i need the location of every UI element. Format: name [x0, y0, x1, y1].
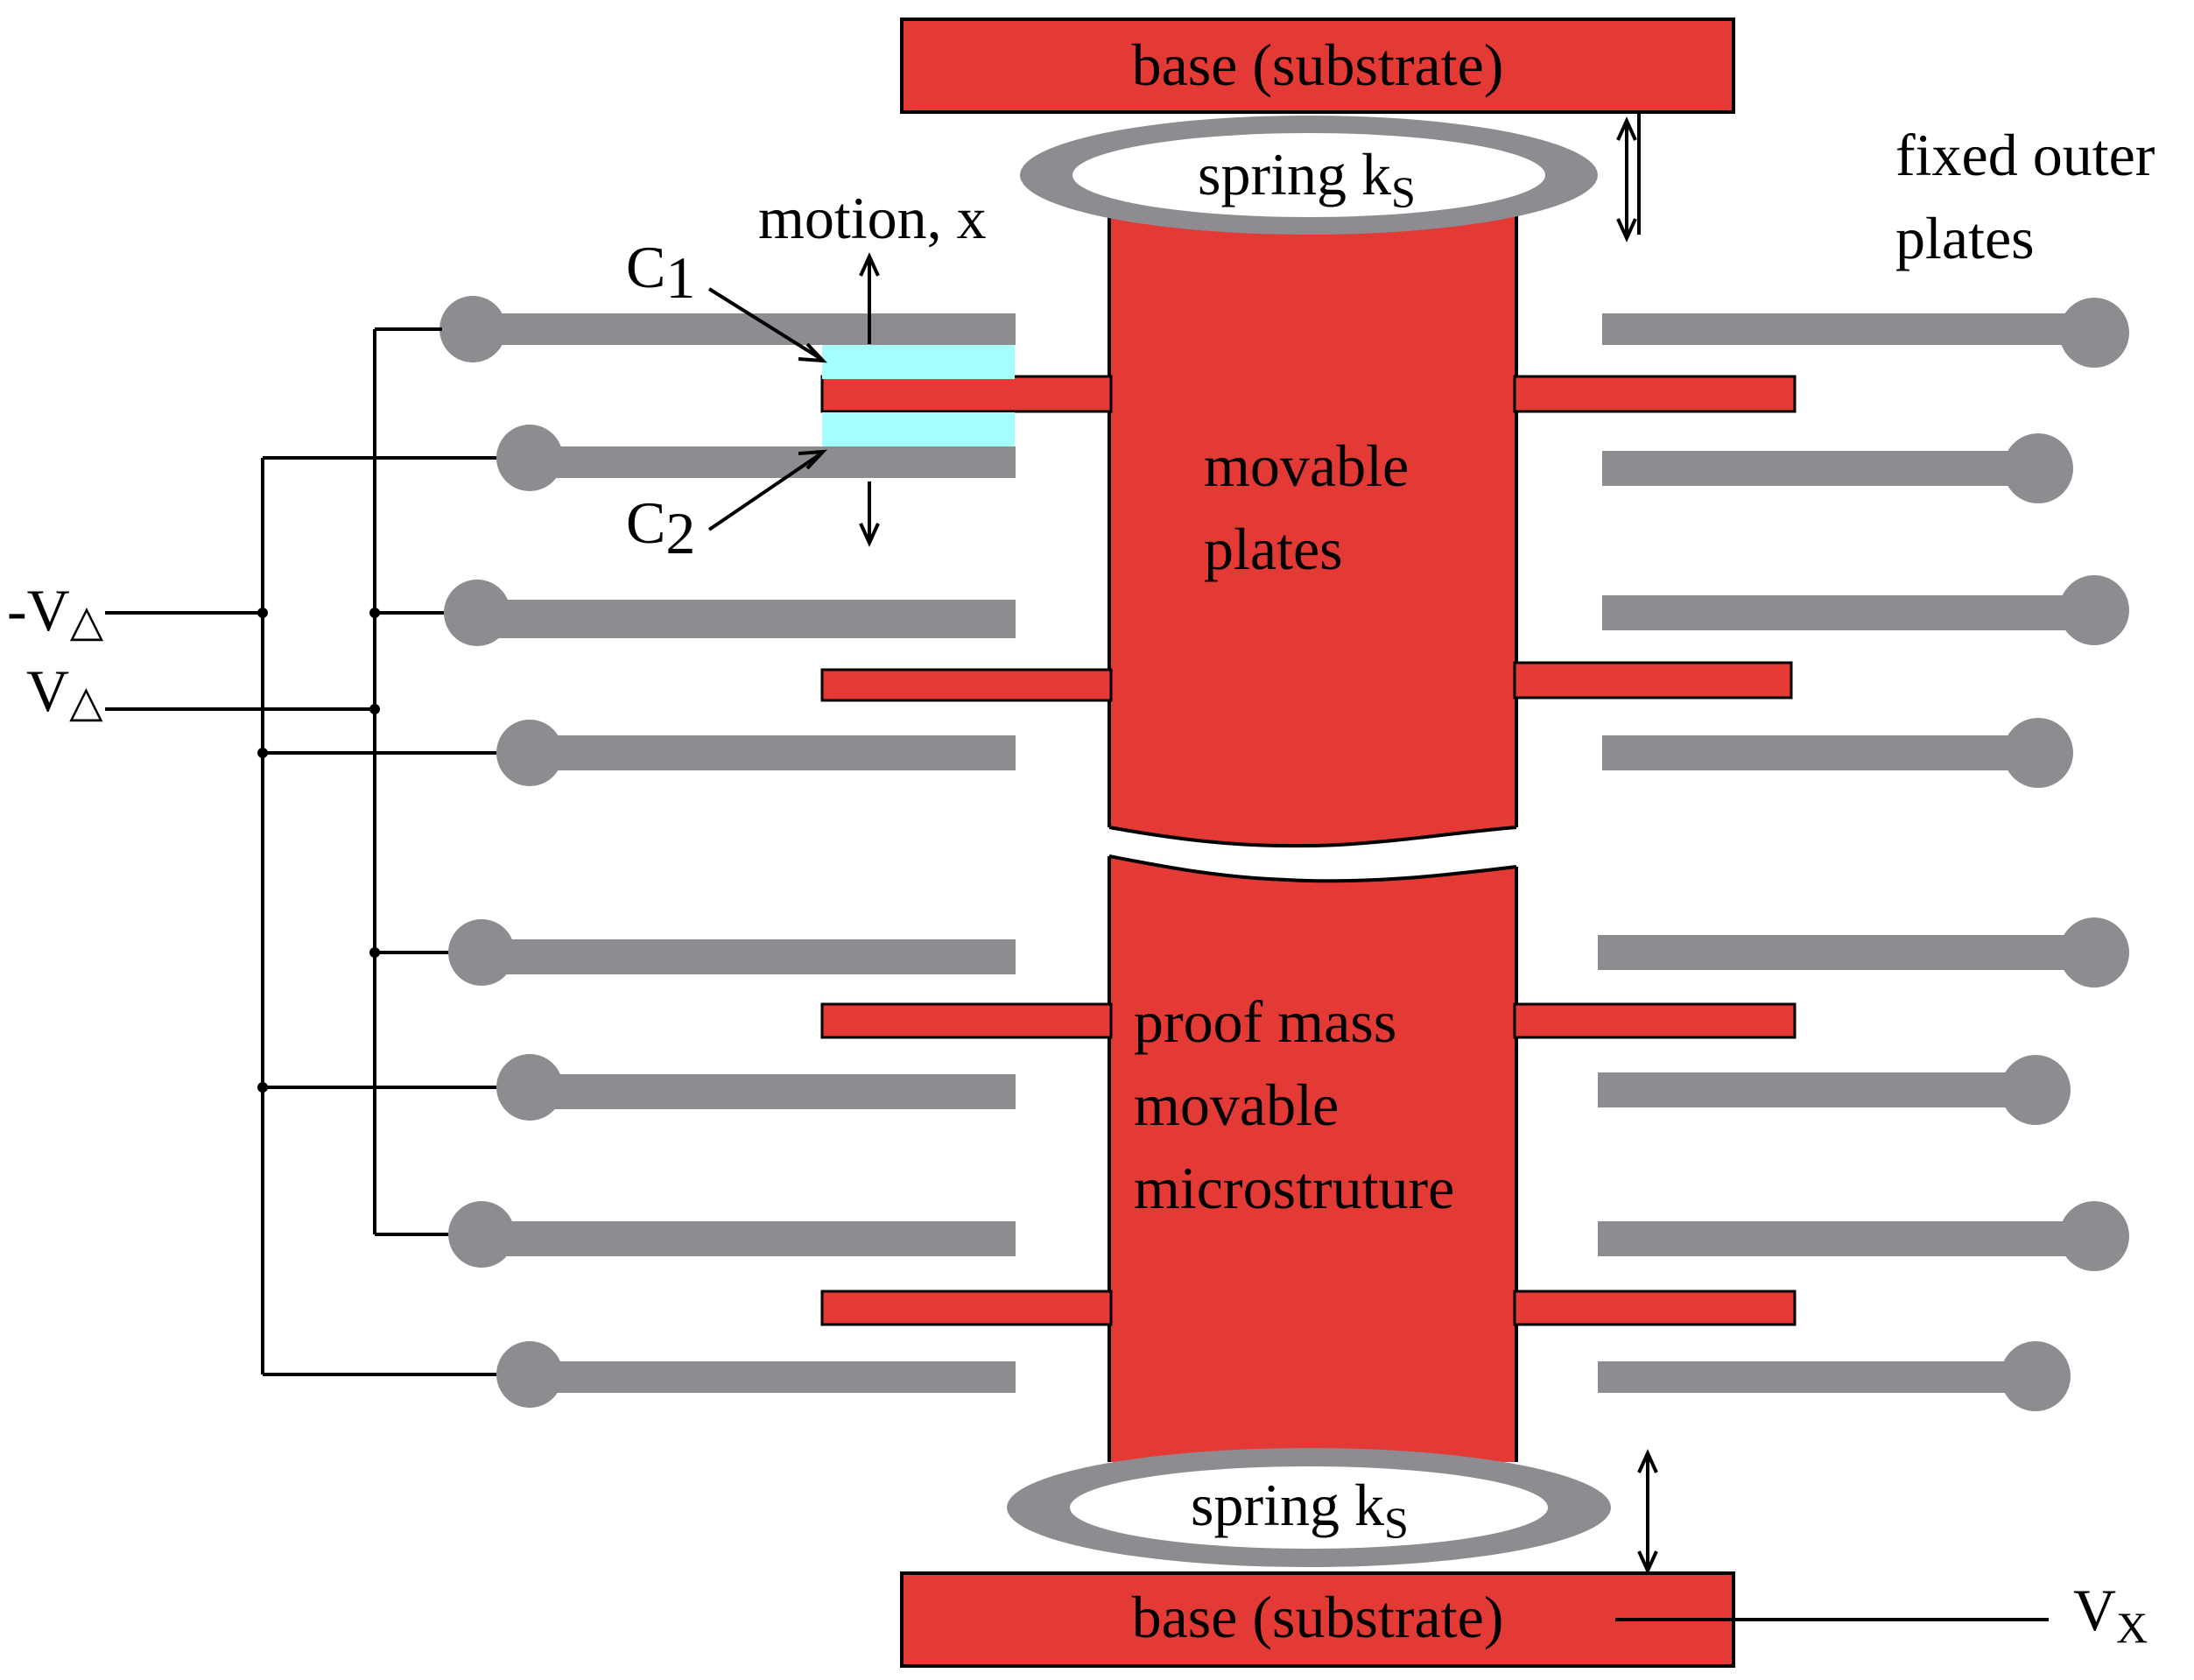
movable-finger-left-4 — [820, 1290, 1113, 1326]
proof-mass-lower — [1109, 856, 1516, 1462]
fixed-plate-left-5-terminal — [448, 919, 515, 986]
pos-v-delta-label: V△ — [26, 657, 103, 726]
fixed-plate-left-6 — [525, 1074, 1016, 1109]
fixed-plate-right-6 — [1598, 1072, 2049, 1107]
fixed-plate-left-2-terminal — [496, 425, 563, 491]
c2-label: C2 — [626, 489, 695, 566]
break-line-upper — [1108, 826, 1517, 848]
arrows — [707, 114, 1658, 1575]
fixed-plate-right-3 — [1602, 595, 2092, 630]
base-bottom — [900, 1571, 1735, 1668]
fixed-plate-right-2 — [1602, 451, 2049, 486]
fixed-plate-left-1-terminal — [440, 296, 506, 362]
spring-bottom-label: spring kS — [1191, 1472, 1409, 1547]
base-top-label: base (substrate) — [1132, 32, 1504, 98]
c1-label: C1 — [626, 234, 695, 311]
spring-top-hole — [1072, 133, 1545, 217]
fixed-plate-right-2-terminal — [2003, 433, 2073, 503]
proof-mass-upper — [1108, 210, 1516, 847]
fixed-plate-left-4 — [525, 735, 1016, 770]
movable-plates-label-line1: movable — [1204, 432, 1409, 499]
fixed-plate-left-2 — [525, 446, 1016, 478]
fixed-plate-right-8-terminal — [2001, 1341, 2071, 1411]
fixed-plate-left-7 — [477, 1221, 1016, 1256]
fixed-plate-right-4 — [1602, 735, 2049, 770]
fixed-plate-left-3 — [473, 600, 1016, 638]
fixed-plate-left-1 — [473, 313, 1016, 345]
movable-finger-right-3 — [1513, 1002, 1797, 1039]
fixed-plate-right-8 — [1598, 1361, 2044, 1393]
fixed-plate-left-7-terminal — [448, 1201, 515, 1268]
movable-fingers — [820, 375, 1797, 1326]
fixed-plate-left-8 — [525, 1361, 1016, 1393]
fixed-plate-right-5-terminal — [2059, 917, 2129, 988]
fixed-right-plates — [1598, 298, 2129, 1411]
vx-label: VX — [2073, 1577, 2148, 1652]
fixed-plate-right-7 — [1598, 1221, 2097, 1256]
mass-outline — [1108, 210, 1518, 1462]
fixed-plate-left-3-terminal — [444, 580, 510, 646]
fixed-plate-left-4-terminal — [496, 720, 563, 786]
movable-finger-right-1 — [1513, 375, 1797, 413]
wiring — [105, 327, 2049, 1621]
proof-mass — [1108, 210, 1517, 1462]
fixed-plate-right-7-terminal — [2059, 1201, 2129, 1271]
proof-mass-label-line2: movable — [1134, 1072, 1339, 1138]
fixed-left-plates — [440, 296, 1016, 1408]
capacitor-c1-gap — [822, 344, 1015, 379]
fixed-plate-right-1-terminal — [2059, 298, 2129, 368]
movable-plates-label-line2: plates — [1204, 516, 1343, 582]
base-bottom-label: base (substrate) — [1132, 1584, 1504, 1650]
fixed-plate-left-6-terminal — [496, 1054, 563, 1121]
fixed-plate-right-3-terminal — [2059, 575, 2129, 645]
fixed-plate-right-1 — [1602, 313, 2092, 345]
fixed-plate-right-5 — [1598, 935, 2097, 970]
movable-finger-left-2 — [820, 668, 1113, 702]
fixed-plate-left-8-terminal — [496, 1341, 563, 1408]
fixed-plate-left-5 — [477, 939, 1016, 974]
fixed-outer-label-line1: fixed outer — [1895, 122, 2155, 188]
fixed-plate-right-6-terminal — [2001, 1055, 2071, 1125]
movable-finger-left-3 — [820, 1002, 1113, 1039]
spring-top-label: spring kS — [1198, 141, 1416, 216]
break-line-lower — [1108, 854, 1517, 883]
capacitor-c2-gap — [822, 412, 1015, 447]
movable-finger-right-2 — [1513, 661, 1793, 699]
spring-bottom-hole — [1070, 1466, 1548, 1549]
base-top — [900, 18, 1735, 114]
movable-finger-right-4 — [1513, 1290, 1797, 1326]
proof-mass-label-line3: microstruture — [1134, 1155, 1454, 1221]
proof-mass-label-line1: proof mass — [1134, 988, 1396, 1055]
neg-v-delta-label: -V△ — [7, 577, 104, 645]
fixed-plate-right-4-terminal — [2003, 718, 2073, 788]
fixed-outer-label-line2: plates — [1895, 205, 2035, 271]
motion-label: motion, x — [758, 185, 987, 251]
movable-finger-left-1 — [820, 375, 1113, 413]
